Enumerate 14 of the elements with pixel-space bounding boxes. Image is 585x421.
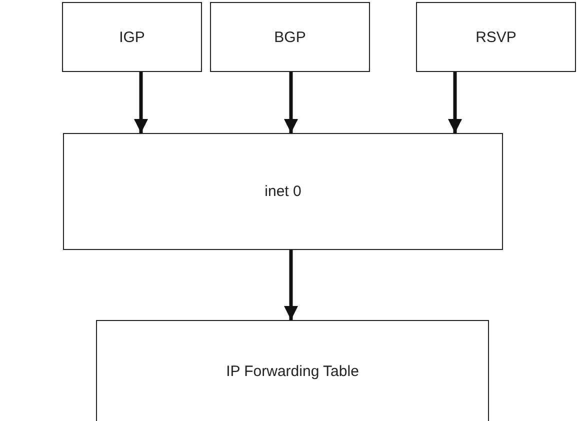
process-box (62, 2, 202, 72)
box-label: RSVP (476, 28, 516, 46)
box-label: IGP (119, 28, 145, 46)
process-box (96, 320, 489, 421)
process-box (210, 2, 370, 72)
box-label: inet 0 (264, 183, 302, 200)
arrow (284, 250, 298, 320)
process-box (416, 2, 576, 72)
box-label: IP Forwarding Table (226, 362, 359, 380)
arrow (284, 72, 298, 133)
box-label: BGP (274, 28, 306, 46)
process-box (63, 133, 503, 250)
arrow (448, 72, 462, 133)
arrow (134, 72, 148, 133)
